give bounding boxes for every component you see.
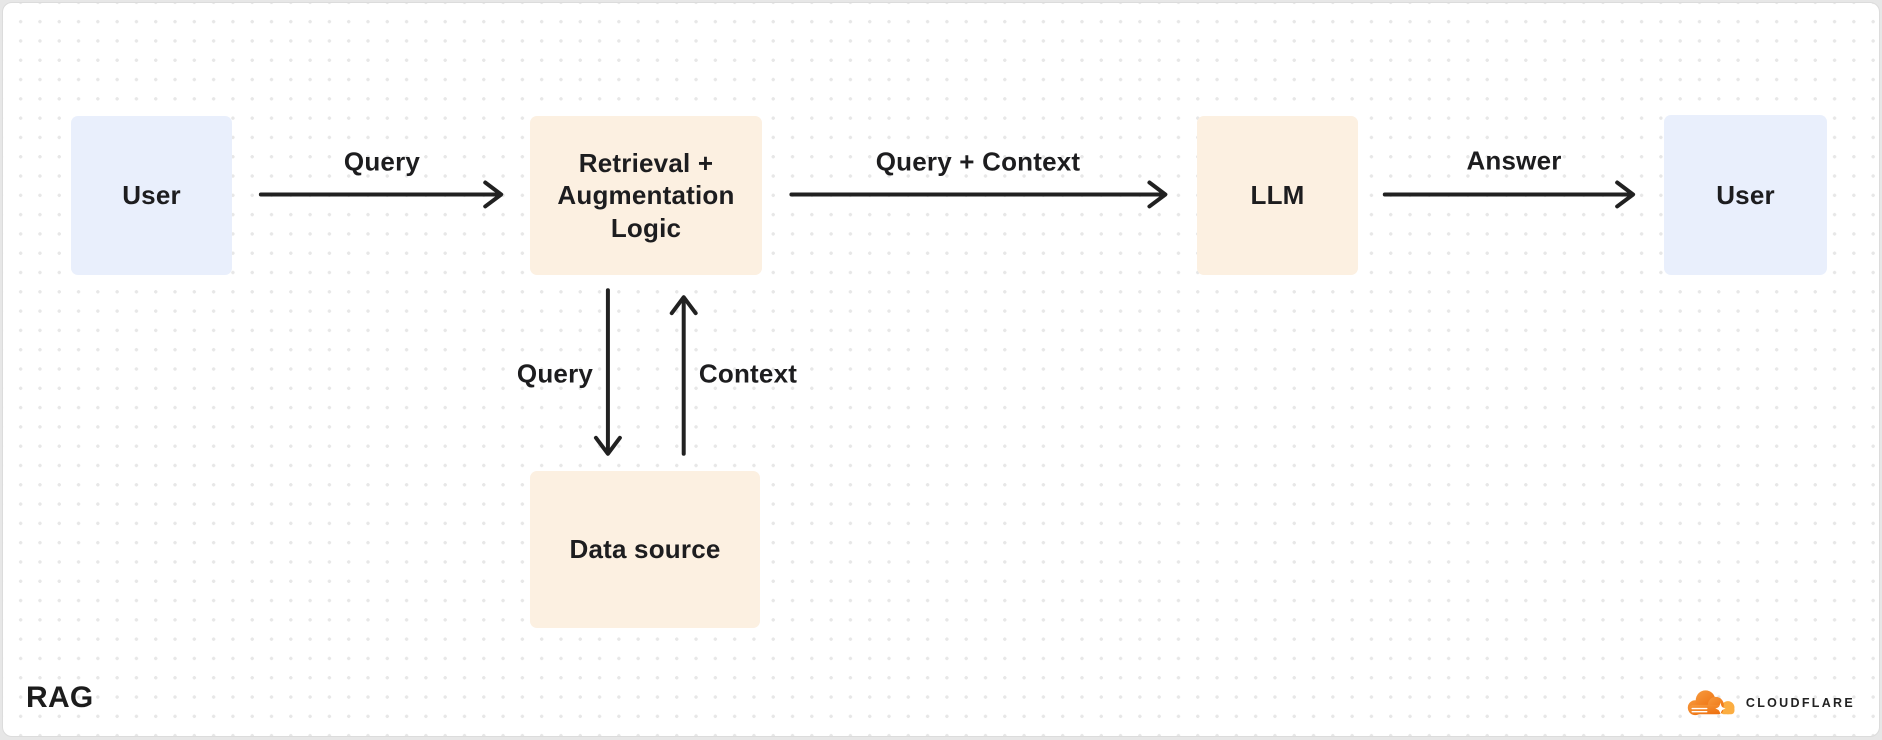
diagram-title: RAG <box>26 681 94 714</box>
node-data-source-label: Data source <box>569 534 721 565</box>
cloudflare-cloud-icon <box>1687 690 1735 716</box>
arrow-retrieval-to-datasource <box>593 288 622 456</box>
node-user-right-label: User <box>1716 179 1775 210</box>
edge-label-answer: Answer <box>1466 145 1562 176</box>
node-retrieval-label: Retrieval + Augmentation Logic <box>557 148 735 243</box>
node-llm: LLM <box>1197 116 1358 275</box>
edge-layer <box>258 180 1636 456</box>
edge-label-query-down: Query <box>516 358 594 389</box>
edge-label-query-context: Query + Context <box>875 146 1081 177</box>
node-user-left: User <box>71 116 232 275</box>
node-user-right: User <box>1664 115 1827 275</box>
arrow-llm-to-user <box>1382 180 1636 209</box>
arrow-retrieval-to-llm <box>789 180 1168 209</box>
node-data-source: Data source <box>530 471 760 628</box>
arrow-user-to-retrieval <box>258 180 504 209</box>
cloudflare-wordmark: CLOUDFLARE <box>1745 696 1855 710</box>
node-llm-label: LLM <box>1250 180 1305 211</box>
edge-label-query: Query <box>343 146 421 177</box>
edge-label-context-up: Context <box>698 358 798 389</box>
node-user-left-label: User <box>122 180 181 211</box>
node-retrieval-augmentation-logic: Retrieval + Augmentation Logic <box>530 116 762 275</box>
arrow-datasource-to-retrieval <box>669 295 698 456</box>
cloudflare-branding: CLOUDFLARE <box>1685 689 1855 717</box>
